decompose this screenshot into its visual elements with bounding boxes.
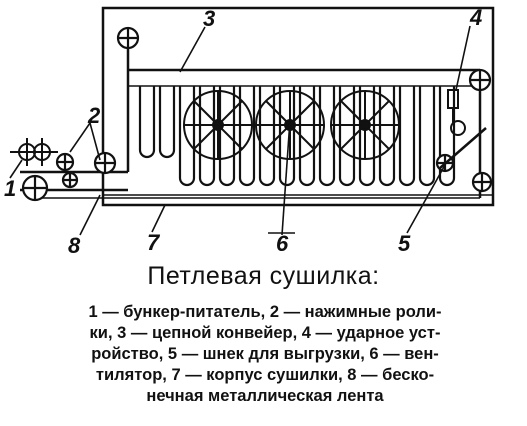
belt-loop: [178, 86, 196, 187]
belt-loop: [198, 86, 216, 187]
belt-loop: [318, 86, 336, 187]
label-5: 5: [398, 231, 411, 256]
belt-loop: [298, 86, 316, 187]
belt-loop: [238, 86, 256, 187]
caption-line: ки, 3 — цепной конвейер, 4 — ударное уст…: [89, 324, 441, 342]
roller: [21, 174, 49, 202]
belt-loop: [378, 86, 396, 187]
belt-loop: [278, 86, 296, 187]
roller: [468, 68, 492, 92]
discharge-screw: [439, 127, 487, 169]
label-7: 7: [147, 230, 160, 255]
figure-title: Петлевая сушилка:: [147, 262, 380, 290]
fan-hub: [212, 119, 224, 131]
belt-loop: [418, 86, 436, 187]
fan: [330, 90, 400, 160]
caption-line: нечная металлическая лента: [146, 387, 384, 405]
label-2: 2: [88, 103, 101, 128]
roller: [55, 152, 75, 172]
roller: [61, 171, 79, 189]
roller: [93, 151, 117, 175]
fan-hub: [359, 119, 371, 131]
roller: [471, 171, 493, 193]
belt-loop: [258, 86, 276, 187]
caption-line: 1 — бункер-питатель, 2 — нажимные роли-: [88, 303, 442, 321]
label-8: 8: [68, 233, 81, 258]
label-3: 3: [203, 6, 216, 31]
fan: [183, 90, 253, 160]
label-4: 4: [470, 5, 483, 30]
label-1: 1: [4, 176, 17, 201]
belt-loop: [158, 86, 176, 159]
label-6: 6: [276, 231, 289, 256]
figure-caption: 1 — бункер-питатель, 2 — нажимные роли- …: [10, 302, 520, 407]
belt-loop: [358, 86, 376, 187]
dryer-diagram: [9, 6, 495, 236]
belt-loop: [398, 86, 416, 187]
belt-loop: [338, 86, 356, 187]
belt-loop: [438, 86, 456, 187]
roller: [116, 26, 140, 50]
dryer-housing: [101, 6, 495, 207]
belt-loop: [138, 86, 156, 159]
caption-line: тилятор, 7 — корпус сушилки, 8 — беско-: [95, 366, 435, 384]
belt-loop: [218, 86, 236, 187]
caption-line: ройство, 5 — шнек для выгрузки, 6 — вен-: [91, 345, 439, 363]
